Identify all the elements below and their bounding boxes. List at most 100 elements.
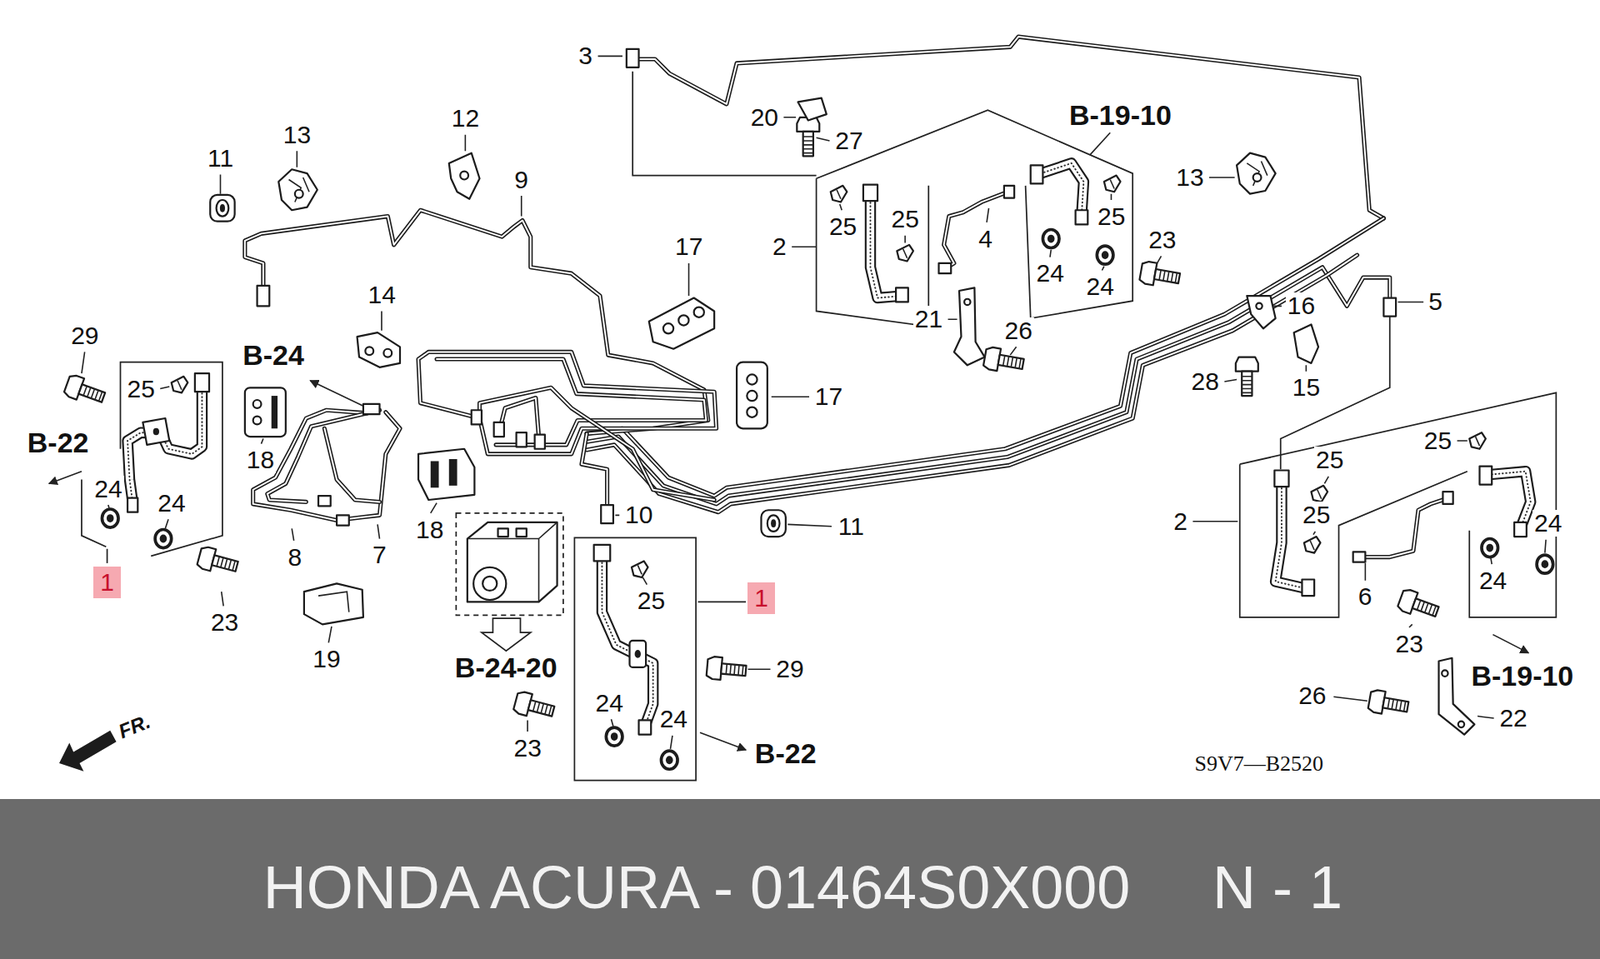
pipe-clamp xyxy=(746,390,757,401)
callout-number: 24 xyxy=(92,475,124,503)
brake-hose xyxy=(630,640,647,668)
pipe-clamp xyxy=(746,407,757,418)
bolt xyxy=(63,373,108,408)
grommet xyxy=(210,195,786,537)
callout-number: 25 xyxy=(1422,427,1454,455)
callout-number: 10 xyxy=(623,501,655,529)
hose-clip xyxy=(830,185,848,203)
flare-nut xyxy=(1075,210,1089,225)
pipe-clamp xyxy=(736,362,768,430)
callout-number: 23 xyxy=(1394,630,1425,658)
bolt xyxy=(1367,689,1410,719)
grommet xyxy=(760,510,785,537)
hose-clip xyxy=(1469,432,1486,450)
group-bracket xyxy=(455,513,564,615)
callout-number: 29 xyxy=(69,322,100,350)
grommet xyxy=(210,195,235,222)
bolt xyxy=(796,117,820,157)
reference-label: B-19-10 xyxy=(1067,100,1174,130)
brake-pipe xyxy=(586,255,1357,513)
pipe-clamp xyxy=(746,374,757,385)
pipe-clamp xyxy=(304,583,364,625)
front-direction-arrow xyxy=(59,730,117,772)
pipe-clamp xyxy=(271,395,278,429)
flare-nut xyxy=(1004,185,1015,199)
abs-modulator xyxy=(516,528,527,537)
brake-pipe xyxy=(245,210,709,434)
hose-clip xyxy=(896,245,914,262)
hose-clip xyxy=(1104,175,1121,193)
pipe-clamp xyxy=(649,298,715,350)
pipe-clamp xyxy=(430,460,440,488)
brake-pipe xyxy=(500,398,540,438)
brake-pipe xyxy=(500,398,540,438)
flare-nut xyxy=(1383,298,1396,317)
flare-nut xyxy=(1353,551,1366,562)
mounting-bracket xyxy=(954,287,1475,735)
callout-number: 18 xyxy=(245,446,276,474)
flare-nut xyxy=(494,422,505,437)
callout-number: 25 xyxy=(125,375,156,403)
brake-pipe xyxy=(480,387,715,500)
hose-clip xyxy=(631,560,649,578)
mounting-bracket xyxy=(1255,303,1262,310)
bolt xyxy=(512,690,556,723)
direction-label: FR. xyxy=(114,710,155,744)
group-bracket xyxy=(1240,392,1557,617)
callout-number: 24 xyxy=(594,690,625,717)
callout-number: 13 xyxy=(281,121,313,149)
hose-clip xyxy=(1310,485,1328,503)
callout-number: 17 xyxy=(813,383,845,410)
callout-number: 23 xyxy=(1146,226,1178,254)
callout-number: 25 xyxy=(1095,203,1127,230)
abs-modulator xyxy=(498,528,509,537)
callout-number: 8 xyxy=(285,544,304,571)
leader-line xyxy=(81,55,1546,749)
brake-pipe xyxy=(324,428,380,502)
brake-pipe xyxy=(586,218,1384,496)
brake-hose xyxy=(1491,471,1531,530)
flare-nut xyxy=(1442,491,1453,505)
pipe-clamp xyxy=(678,315,689,325)
pipe-clamp xyxy=(449,459,458,486)
callout-number: 2 xyxy=(770,233,789,260)
sealing-washer xyxy=(1096,245,1114,265)
group-bracket xyxy=(698,601,747,604)
mounting-bracket xyxy=(1246,295,1275,329)
callout-number: 25 xyxy=(827,213,859,240)
callout-number: 3 xyxy=(576,42,595,70)
mounting-bracket xyxy=(1458,721,1465,728)
brake-hose xyxy=(1275,485,1303,589)
brake-hose xyxy=(1275,485,1303,589)
callout-number: 11 xyxy=(205,145,235,172)
callout-number: 24 xyxy=(658,705,690,733)
brake-hose xyxy=(127,390,202,503)
callout-number: 15 xyxy=(1290,374,1322,401)
brake-pipe xyxy=(632,36,1384,219)
callout-number: 24 xyxy=(1532,510,1564,537)
callout-number: 18 xyxy=(414,516,445,544)
callout-number: 25 xyxy=(1300,501,1332,529)
flare-nut xyxy=(318,495,331,506)
sealing-washer xyxy=(1481,539,1499,558)
brake-hose xyxy=(635,650,641,659)
brake-hose xyxy=(127,163,1531,727)
pipe-clamp xyxy=(318,591,350,612)
pipe-clamp xyxy=(253,400,262,409)
sealing-washer xyxy=(660,750,678,770)
bolt xyxy=(705,656,747,683)
callout-number: 14 xyxy=(365,281,397,309)
flare-nut xyxy=(600,505,614,524)
pipe-clamp xyxy=(245,387,286,437)
sealing-washer xyxy=(101,509,119,528)
flare-nut xyxy=(195,373,210,392)
flare-nut xyxy=(1030,165,1044,184)
callout-number: 24 xyxy=(155,490,187,517)
pipe-clamp xyxy=(798,98,827,121)
callout-number: 24 xyxy=(1085,273,1116,300)
bolt xyxy=(1139,260,1182,290)
brake-pipe xyxy=(632,36,1384,219)
callout-number: 19 xyxy=(310,645,342,673)
callout-number: 12 xyxy=(450,105,481,132)
